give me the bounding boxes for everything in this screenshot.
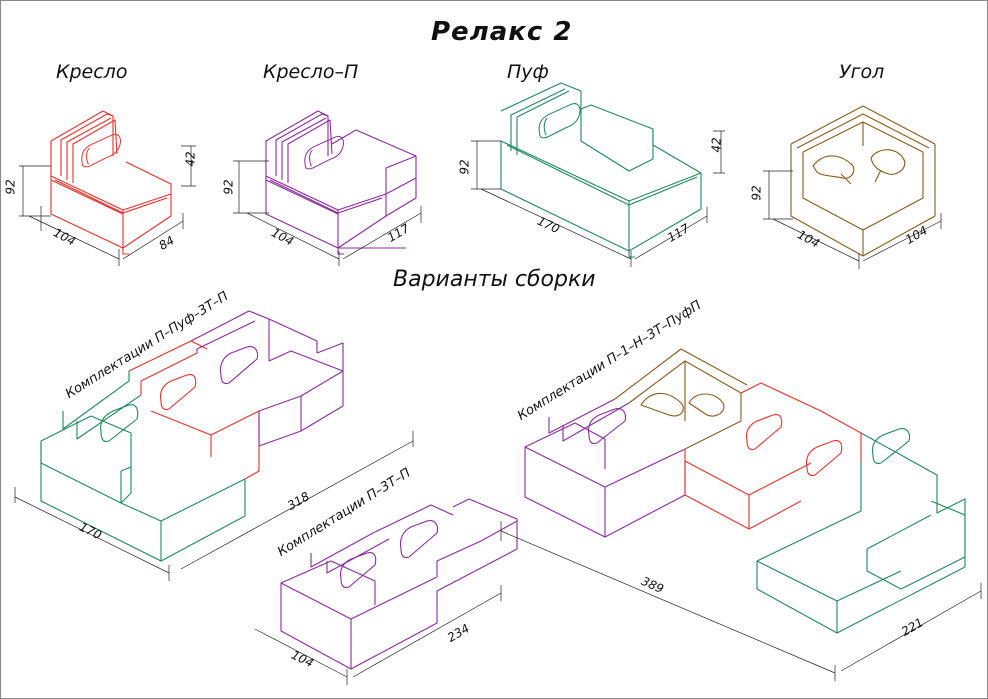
pouf-drawing xyxy=(500,82,702,258)
kit-1-drawing xyxy=(40,310,344,562)
dim-armchair-p-height: 92 xyxy=(221,179,236,195)
kit-2-drawing xyxy=(280,498,518,670)
armchair-dimensions xyxy=(19,145,196,266)
module-label-corner: Угол xyxy=(839,61,885,83)
kit-3-dimensions xyxy=(500,521,982,681)
armchair-p-drawing xyxy=(265,110,417,255)
page-title: Релакс 2 xyxy=(431,17,573,47)
kit-3-drawing xyxy=(524,348,966,634)
module-label-armchair-p: Кресло–П xyxy=(263,61,359,83)
kit-2-dimensions xyxy=(254,585,502,685)
armchair-drawing xyxy=(50,110,172,255)
pouf-dimensions xyxy=(471,130,725,267)
armchair-p-dimensions xyxy=(233,160,422,266)
corner-drawing xyxy=(790,105,936,257)
assembly-title: Варианты сборки xyxy=(393,267,596,292)
corner-dimensions xyxy=(763,170,942,269)
dim-armchair-back: 42 xyxy=(183,151,198,167)
dim-pouf-back: 42 xyxy=(709,137,724,153)
dim-pouf-height: 92 xyxy=(457,159,472,175)
dim-corner-height: 92 xyxy=(749,185,764,201)
dim-armchair-height: 92 xyxy=(3,179,18,195)
module-label-pouf: Пуф xyxy=(507,61,549,83)
module-label-armchair: Кресло xyxy=(56,61,128,83)
kit-1-dimensions xyxy=(14,431,414,581)
